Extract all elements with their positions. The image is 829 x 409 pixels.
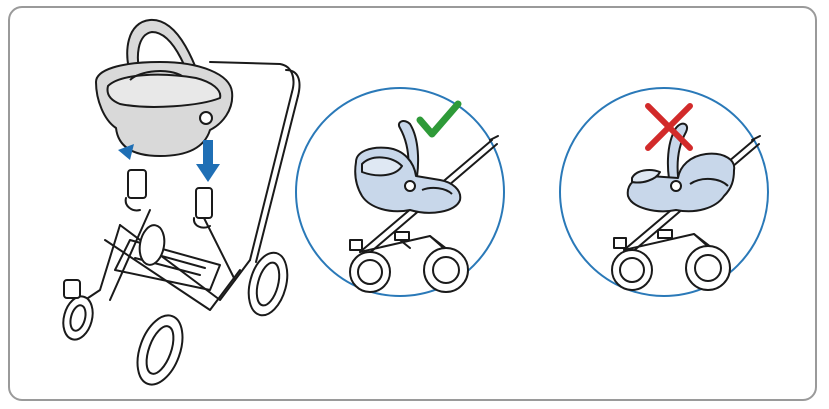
correct-panel: [296, 88, 504, 296]
incorrect-panel: [560, 88, 768, 296]
car-seat-grey: [96, 20, 232, 156]
